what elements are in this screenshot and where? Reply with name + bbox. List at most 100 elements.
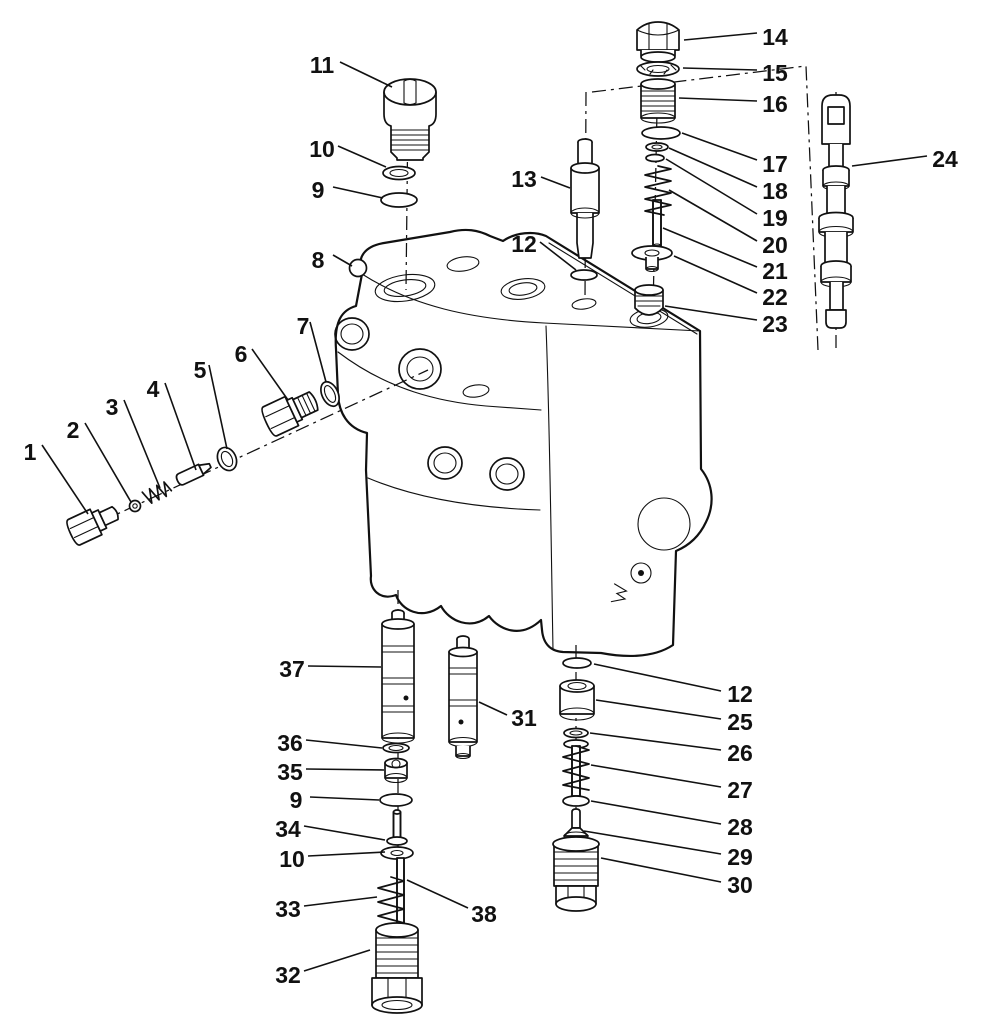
callout-labels: 1 2 3 4 5 6 7 8 9 10 11 12 13 14 15 16 1… — [24, 24, 958, 988]
leader-7 — [309, 321, 327, 383]
leader-28 — [590, 800, 722, 825]
callout-11: 11 — [310, 52, 335, 78]
leader-12-top — [539, 241, 577, 271]
top-port-12 — [571, 298, 597, 310]
part-25-bushing — [559, 679, 595, 721]
callout-6: 6 — [235, 341, 248, 367]
part-18-washer — [645, 142, 669, 152]
callout-5: 5 — [194, 357, 207, 383]
part-22-retainer — [631, 245, 673, 273]
callout-29: 29 — [727, 844, 753, 870]
small-hole — [630, 562, 652, 584]
callout-21: 21 — [762, 258, 788, 284]
leader-35 — [305, 768, 385, 771]
part-33-spring — [377, 876, 405, 929]
callout-20: 20 — [762, 232, 788, 258]
callout-16: 16 — [762, 91, 788, 117]
part-9-oring-lower — [379, 793, 413, 807]
valve-body — [334, 228, 713, 658]
leader-38 — [406, 879, 469, 909]
side-port-upper — [334, 317, 370, 351]
leader-23 — [664, 305, 758, 321]
leader-33 — [303, 896, 378, 907]
leader-12-lower — [593, 663, 722, 692]
callout-10-top: 10 — [309, 136, 335, 162]
part-19-washer — [645, 153, 665, 163]
leader-30 — [600, 857, 722, 883]
leader-3 — [123, 399, 161, 489]
part-24-link — [818, 94, 854, 329]
callout-37: 37 — [279, 656, 305, 682]
part-17-oring — [641, 126, 681, 140]
part-6-plug — [261, 391, 319, 437]
leader-24 — [851, 155, 928, 167]
top-port-a — [446, 256, 480, 272]
callout-28: 28 — [727, 814, 753, 840]
part-4-poppet — [175, 462, 212, 486]
leader-27 — [590, 764, 722, 788]
leader-6 — [251, 348, 289, 401]
callout-12-lower: 12 — [727, 681, 753, 707]
part-16-adapter — [640, 78, 676, 124]
part-1-plug — [66, 505, 119, 546]
callout-4: 4 — [147, 376, 160, 402]
leader-34 — [303, 825, 386, 841]
part-8-orifice — [348, 258, 368, 278]
callout-1: 1 — [24, 439, 37, 465]
leader-32 — [303, 949, 371, 972]
part-30-plug — [552, 836, 600, 912]
callout-23: 23 — [762, 311, 788, 337]
callout-8: 8 — [312, 247, 325, 273]
part-15-lockwasher — [636, 61, 680, 77]
part-11-plug — [383, 78, 437, 161]
part-7-oring — [320, 380, 340, 408]
part-36-ring — [382, 742, 410, 754]
top-port-b — [500, 278, 546, 300]
leader-8 — [332, 254, 353, 267]
leader-16 — [678, 97, 758, 102]
part-9-oring-top — [380, 192, 418, 208]
leader-26 — [589, 732, 722, 751]
small-hole-center — [638, 570, 644, 576]
leader-36 — [305, 739, 383, 749]
part-14-nut — [636, 21, 680, 63]
part-27-spring-rod — [562, 739, 590, 797]
part-20-spring — [644, 165, 672, 216]
part-28-washer — [562, 795, 590, 807]
callout-7: 7 — [297, 313, 310, 339]
callout-26: 26 — [727, 740, 753, 766]
top-port-11 — [374, 273, 436, 303]
callout-3: 3 — [106, 394, 119, 420]
callout-31: 31 — [511, 705, 537, 731]
callout-34: 34 — [275, 816, 301, 842]
callout-27: 27 — [727, 777, 753, 803]
part-32-plug — [371, 922, 423, 1014]
part-13-spool — [570, 138, 600, 259]
leader-31 — [478, 701, 508, 716]
leader-13 — [540, 176, 571, 189]
part-29-poppet — [563, 808, 589, 841]
leader-22 — [673, 255, 758, 294]
leader-29 — [583, 830, 722, 855]
leader-4 — [164, 382, 197, 471]
part-31-spool — [448, 635, 478, 760]
leader-10-lower — [307, 851, 386, 857]
callout-9-top: 9 — [312, 177, 325, 203]
leader-9-top — [332, 186, 384, 199]
part-12-oring-top — [570, 269, 598, 281]
callout-19: 19 — [762, 205, 788, 231]
leader-11 — [339, 61, 393, 88]
right-boss — [637, 497, 691, 551]
leader-18 — [668, 147, 758, 188]
leader-2 — [84, 422, 132, 503]
leader-14 — [683, 32, 758, 41]
callout-22: 22 — [762, 284, 788, 310]
part-3-spring — [141, 481, 173, 504]
callout-9-lower: 9 — [290, 787, 303, 813]
leader-1 — [41, 444, 89, 515]
callout-32: 32 — [275, 962, 301, 988]
part-35-cup — [384, 757, 408, 784]
leader-20 — [668, 189, 758, 242]
